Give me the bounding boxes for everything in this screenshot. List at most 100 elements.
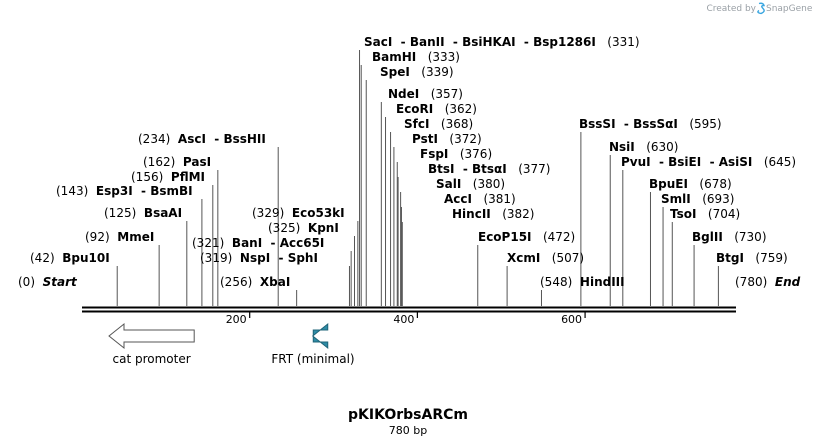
site-label[interactable]: (92) MmeI (85, 230, 154, 244)
label-gap (284, 206, 292, 220)
feature-arrow[interactable] (311, 322, 329, 350)
site-label[interactable]: (143) Esp3I - BsmBI (56, 184, 193, 198)
site-label[interactable]: EcoRI (362) (396, 102, 477, 116)
plasmid-length: 780 bp (389, 424, 427, 437)
site-ecop15i[interactable]: EcoP15I (472) (478, 230, 575, 244)
site-label[interactable]: PvuI - BsiEI - AsiSI (645) (621, 155, 796, 169)
site-label[interactable]: (156) PflMI (131, 170, 205, 184)
site-position: (92) (85, 230, 110, 244)
site-label[interactable]: XcmI (507) (507, 251, 584, 265)
enzyme-name: HincII (452, 207, 491, 221)
site-sali[interactable]: SalI (380) (436, 177, 505, 191)
site-position: (704) (708, 207, 740, 221)
site-label[interactable]: BpuEI (678) (649, 177, 732, 191)
site-label[interactable]: AccI (381) (444, 192, 516, 206)
feature-frt-minimal[interactable]: FRT (minimal) (271, 322, 355, 366)
site-pvui[interactable]: PvuI - BsiEI - AsiSI (645) (621, 155, 796, 169)
site-bpuei[interactable]: BpuEI (678) (649, 177, 732, 191)
label-gap (175, 155, 183, 169)
site-label[interactable]: (329) Eco53kI (252, 206, 345, 220)
site-label[interactable]: EcoP15I (472) (478, 230, 575, 244)
site-label[interactable]: HincII (382) (452, 207, 534, 221)
label-gap (572, 275, 580, 289)
site-label[interactable]: SacI - BanII - BsiHKAI - Bsp1286I (331) (364, 35, 640, 49)
site-label[interactable]: BamHI (333) (372, 50, 460, 64)
site-label[interactable]: TsoI (704) (670, 207, 740, 221)
site-bamhi[interactable]: BamHI (333) (372, 50, 460, 64)
site-btgi[interactable]: BtgI (759) (716, 251, 788, 265)
site-label[interactable]: (125) BsaAI (104, 206, 182, 220)
site-label[interactable]: (42) Bpu10I (30, 251, 110, 265)
label-gap (744, 251, 755, 265)
site-pasi[interactable]: (162) PasI (143, 155, 211, 169)
feature-arrow[interactable] (108, 322, 195, 350)
site-position: (329) (252, 206, 284, 220)
site-label[interactable]: SmlI (693) (661, 192, 734, 206)
site-label[interactable]: NsiI (630) (609, 140, 679, 154)
site-bglii[interactable]: BglII (730) (692, 230, 767, 244)
site-sfci[interactable]: SfcI (368) (404, 117, 473, 131)
site-label[interactable]: SalI (380) (436, 177, 505, 191)
site-mmei[interactable]: (92) MmeI (85, 230, 154, 244)
site-label[interactable]: SfcI (368) (404, 117, 473, 131)
site-asci[interactable]: (234) AscI - BssHII (138, 132, 266, 146)
site-bsssi[interactable]: BssSI - BssSαI (595) (579, 117, 722, 131)
site-nsii[interactable]: NsiI (630) (609, 140, 679, 154)
site-start[interactable]: (0) Start (18, 275, 78, 289)
site-hincii[interactable]: HincII (382) (452, 207, 534, 221)
site-btsi[interactable]: BtsI - BtsαI (377) (428, 162, 550, 176)
site-kpni[interactable]: (325) KpnI (268, 221, 339, 235)
site-fspi[interactable]: FspI (376) (420, 147, 492, 161)
enzyme-name: BssHII (223, 132, 265, 146)
site-end[interactable]: (780) End (735, 275, 801, 289)
site-label[interactable]: NdeI (357) (388, 87, 463, 101)
site-bpu10i[interactable]: (42) Bpu10I (30, 251, 110, 265)
site-xbai[interactable]: (256) XbaI (220, 275, 290, 289)
site-label[interactable]: (325) KpnI (268, 221, 339, 235)
site-label[interactable]: (321) BanI - Acc65I (192, 236, 324, 250)
site-nspi[interactable]: (319) NspI - SphI (200, 251, 318, 265)
site-hindiii[interactable]: (548) HindIII (540, 275, 625, 289)
label-gap (635, 140, 646, 154)
feature-cat-promoter[interactable]: cat promoter (108, 322, 195, 366)
site-bsaai[interactable]: (125) BsaAI (104, 206, 182, 220)
enzyme-name: BtsI (428, 162, 455, 176)
site-psti[interactable]: PstI (372) (412, 132, 482, 146)
site-label[interactable]: BglII (730) (692, 230, 767, 244)
site-label[interactable]: FspI (376) (420, 147, 492, 161)
site-label[interactable]: (234) AscI - BssHII (138, 132, 266, 146)
site-label[interactable]: (0) Start (18, 275, 78, 289)
enzyme-name: BsaAI (144, 206, 182, 220)
site-label[interactable]: (319) NspI - SphI (200, 251, 318, 265)
site-position: (780) (735, 275, 767, 289)
site-xcmi[interactable]: XcmI (507) (507, 251, 584, 265)
site-saci[interactable]: SacI - BanII - BsiHKAI - Bsp1286I (331) (364, 35, 640, 49)
site-label[interactable]: SpeI (339) (380, 65, 454, 79)
label-gap (461, 177, 472, 191)
label-gap (696, 207, 707, 221)
site-ndei[interactable]: NdeI (357) (388, 87, 463, 101)
ruler-tick-label: 600 (561, 313, 582, 326)
enzyme-name: SacI (364, 35, 392, 49)
site-label[interactable]: (256) XbaI (220, 275, 290, 289)
site-esp3i[interactable]: (143) Esp3I - BsmBI (56, 184, 193, 198)
site-label[interactable]: PstI (372) (412, 132, 482, 146)
site-tsoi[interactable]: TsoI (704) (670, 207, 740, 221)
site-pflmi[interactable]: (156) PflMI (131, 170, 205, 184)
site-spei[interactable]: SpeI (339) (380, 65, 454, 79)
site-ecori[interactable]: EcoRI (362) (396, 102, 477, 116)
site-smli[interactable]: SmlI (693) (661, 192, 734, 206)
site-label[interactable]: BtsI - BtsαI (377) (428, 162, 550, 176)
site-acci[interactable]: AccI (381) (444, 192, 516, 206)
site-label[interactable]: (162) PasI (143, 155, 211, 169)
label-gap (224, 236, 232, 250)
plasmid-name: pKIKOrbsARCm (348, 407, 468, 423)
site-label[interactable]: (548) HindIII (540, 275, 625, 289)
label-gap (752, 155, 763, 169)
site-eco53ki[interactable]: (329) Eco53kI (252, 206, 345, 220)
enzyme-name: BssSαI (633, 117, 678, 131)
site-label[interactable]: BtgI (759) (716, 251, 788, 265)
site-label[interactable]: BssSI - BssSαI (595) (579, 117, 722, 131)
site-label[interactable]: (780) End (735, 275, 801, 289)
site-bani[interactable]: (321) BanI - Acc65I (192, 236, 324, 250)
